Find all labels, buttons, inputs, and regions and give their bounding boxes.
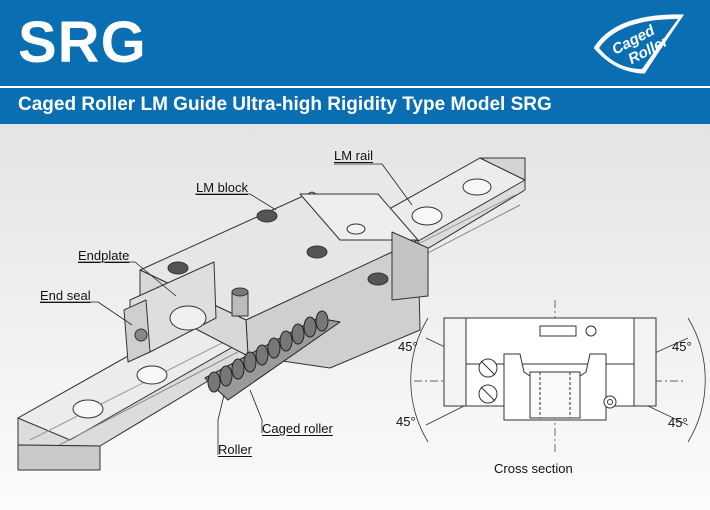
callout-endplate: Endplate: [78, 248, 130, 263]
caged-roller-train: [204, 310, 341, 401]
endplate-assembly: [123, 261, 249, 363]
callout-lm-block: LM block: [196, 180, 249, 195]
callout-end-seal: End seal: [40, 288, 91, 303]
product-illustration-area: LM rail LM block Endplate End seal Caged…: [0, 124, 710, 510]
caged-roller-logo: Caged Roller: [592, 13, 686, 75]
banner-divider: [0, 86, 710, 88]
header-banner: [0, 0, 710, 124]
lm-guide-illustration: [17, 157, 706, 471]
callout-caged-roller: Caged roller: [262, 421, 333, 436]
angle-label-top-left: 45°: [398, 339, 418, 354]
callout-leaders: [40, 163, 413, 455]
cross-section-caption: Cross section: [494, 461, 573, 476]
block-tapped-holes: [167, 209, 389, 286]
model-code: SRG: [18, 10, 147, 75]
angle-label-bottom-left: 45°: [396, 414, 416, 429]
angle-label-top-right: 45°: [672, 339, 692, 354]
callout-roller: Roller: [218, 442, 252, 457]
rail-bolt-holes: [72, 178, 492, 419]
callout-lm-rail: LM rail: [334, 148, 374, 163]
angle-label-bottom-right: 45°: [668, 415, 688, 430]
cross-section-figure: [410, 300, 706, 455]
page-subtitle: Caged Roller LM Guide Ultra-high Rigidit…: [18, 94, 552, 115]
